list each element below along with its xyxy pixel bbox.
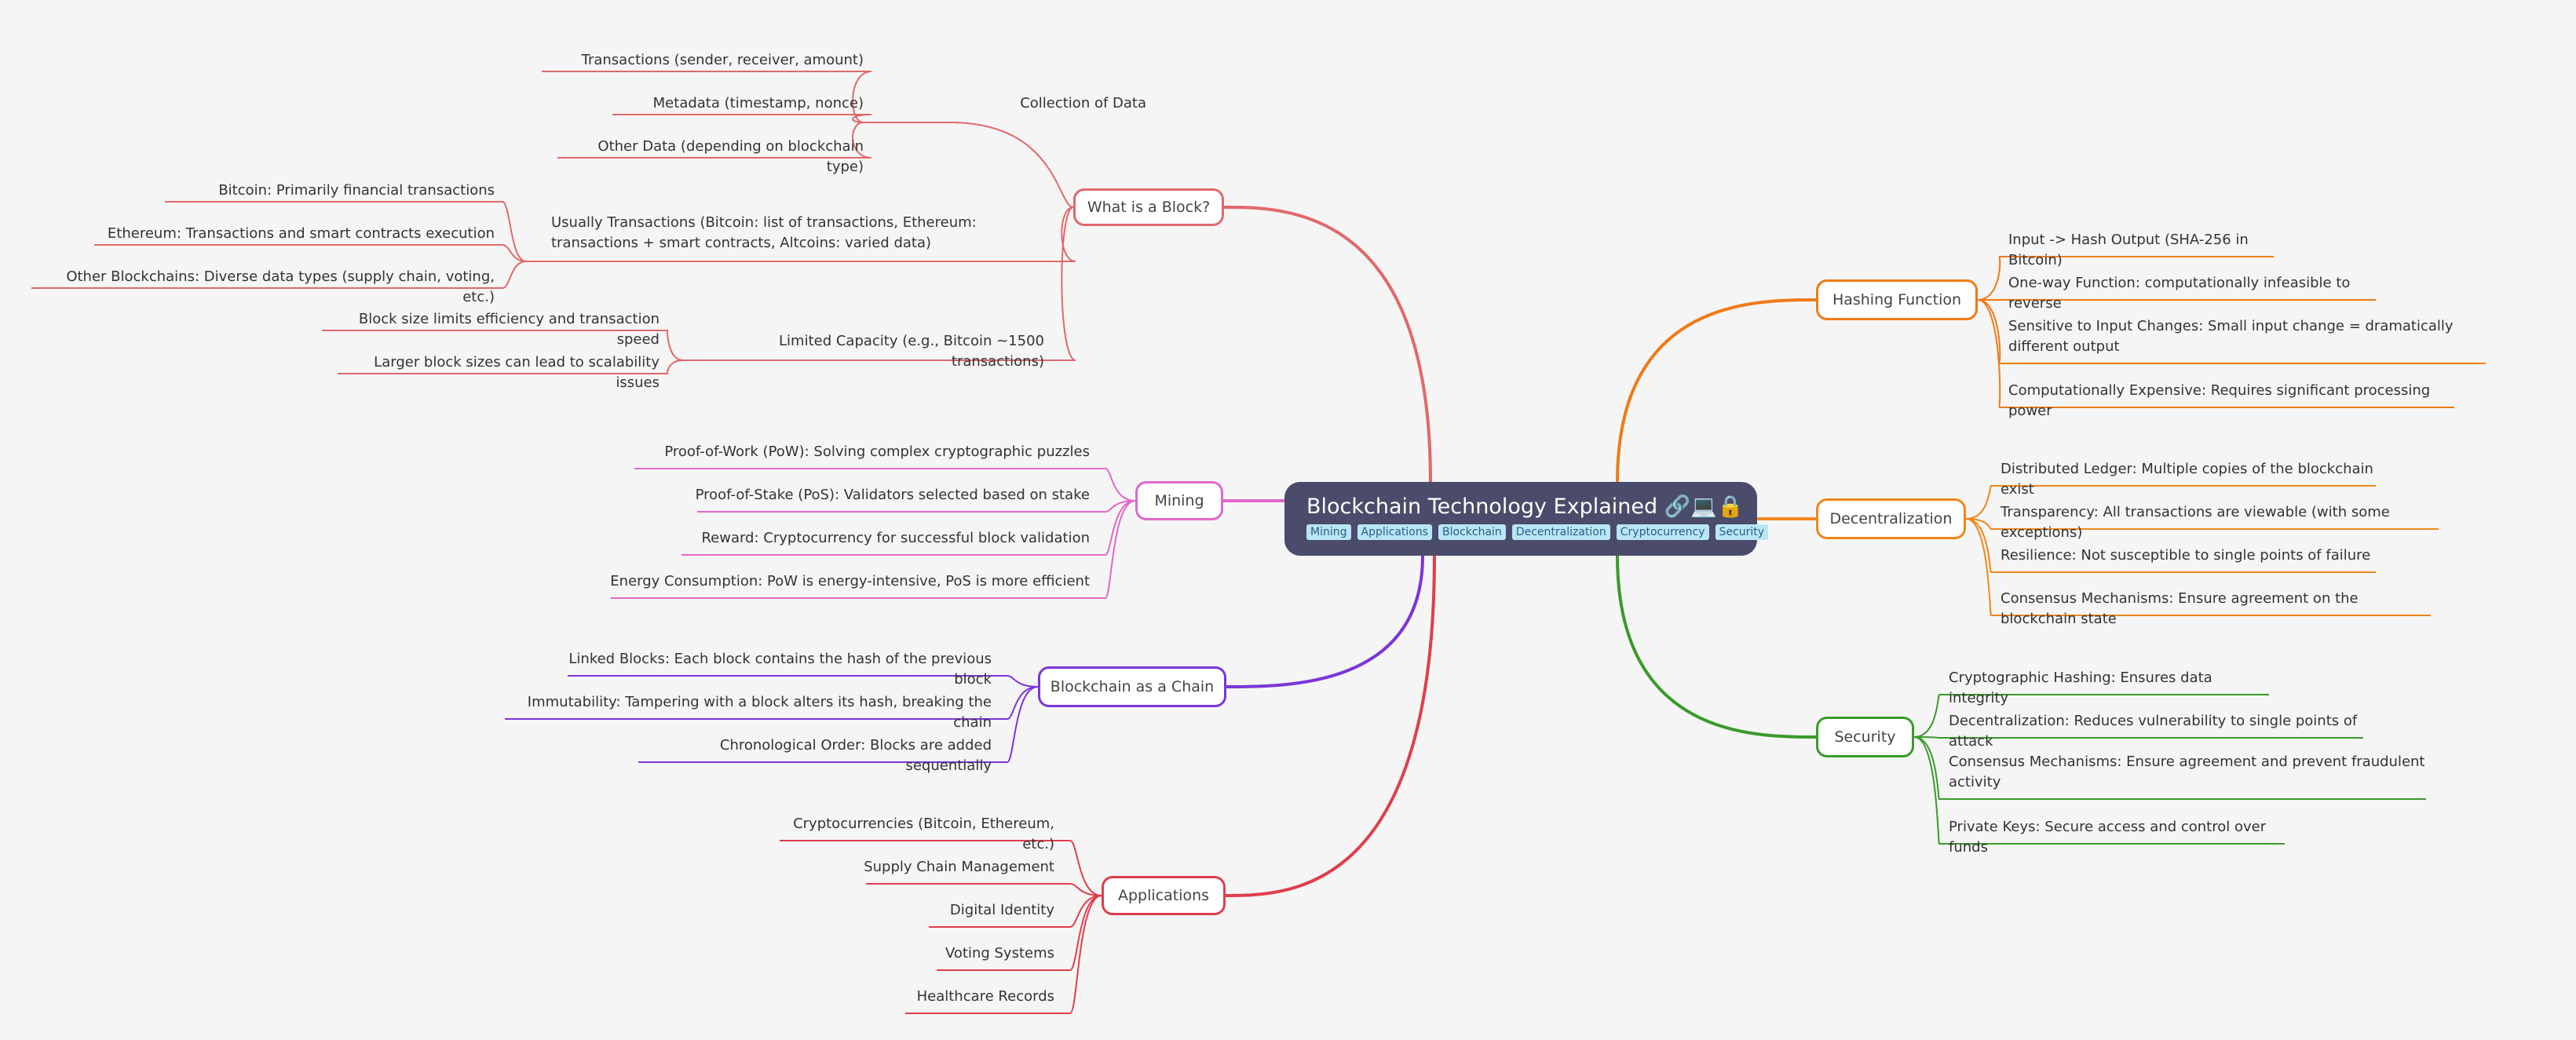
connector-what_is_block-2-1 <box>338 359 684 374</box>
connector-what_is_block-2 <box>1044 206 1076 361</box>
connector-applications-0 <box>780 840 1102 896</box>
security-item-0[interactable]: Cryptographic Hashing: Ensures data inte… <box>1949 670 2212 706</box>
connector-root-what_is_block <box>1223 206 1432 483</box>
connector-security-0 <box>1913 694 2269 738</box>
block-topic-2[interactable]: Limited Capacity (e.g., Bitcoin ~1500 tr… <box>779 333 1044 370</box>
connector-applications-1 <box>866 883 1102 896</box>
security-item-3[interactable]: Private Keys: Secure access and control … <box>1949 819 2267 856</box>
connector-chain-0 <box>568 675 1039 688</box>
mining-item-2[interactable]: Reward: Cryptocurrency for successful bl… <box>701 530 1090 546</box>
branch-chain[interactable]: Blockchain as a Chain <box>1038 666 1226 707</box>
connector-mining-1 <box>697 500 1136 513</box>
applications-item-0[interactable]: Cryptocurrencies (Bitcoin, Ethereum, etc… <box>793 816 1054 852</box>
tag-cryptocurrency[interactable]: Cryptocurrency <box>1616 524 1709 540</box>
connector-mining-0 <box>634 468 1136 502</box>
block-detail-0-2[interactable]: Other Data (depending on blockchain type… <box>597 138 864 175</box>
connector-decentralization-1 <box>1965 518 2439 530</box>
block-detail-1-0[interactable]: Bitcoin: Primarily financial transaction… <box>218 182 495 199</box>
connector-security-2 <box>1913 736 2426 800</box>
decentralization-item-0[interactable]: Distributed Ledger: Multiple copies of t… <box>2001 461 2373 498</box>
connector-what_is_block-2-0 <box>322 330 684 361</box>
security-item-1[interactable]: Decentralization: Reduces vulnerability … <box>1949 713 2358 750</box>
connector-applications-4 <box>905 895 1102 1014</box>
connector-root-hashing <box>1616 298 1817 483</box>
connector-what_is_block-0 <box>919 122 1074 208</box>
block-detail-0-0[interactable]: Transactions (sender, receiver, amount) <box>581 52 864 68</box>
connector-applications-3 <box>937 895 1102 971</box>
connector-decentralization-2 <box>1965 518 2376 573</box>
connector-security-1 <box>1913 736 2363 739</box>
block-detail-0-1[interactable]: Metadata (timestamp, nonce) <box>652 95 864 111</box>
connector-root-chain <box>1226 555 1424 688</box>
branch-mining[interactable]: Mining <box>1135 481 1223 520</box>
mining-item-1[interactable]: Proof-of-Stake (PoS): Validators selecte… <box>695 487 1090 503</box>
security-item-2[interactable]: Consensus Mechanisms: Ensure agreement a… <box>1949 754 2425 790</box>
branch-what-is-block[interactable]: What is a Block? <box>1073 188 1224 226</box>
connector-what_is_block-0-1 <box>612 114 872 123</box>
connector-mining-2 <box>681 500 1136 556</box>
connector-hashing-3 <box>1977 299 2454 408</box>
applications-item-3[interactable]: Voting Systems <box>945 945 1054 962</box>
mining-item-0[interactable]: Proof-of-Work (PoW): Solving complex cry… <box>664 443 1090 460</box>
connector-chain-1 <box>505 686 1039 720</box>
connector-security-3 <box>1913 736 2285 845</box>
connector-root-security <box>1616 555 1817 739</box>
block-topic-0[interactable]: Collection of Data <box>1020 95 1146 111</box>
mining-item-3[interactable]: Energy Consumption: PoW is energy-intens… <box>610 573 1090 589</box>
connector-what_is_block-1-2 <box>31 261 527 289</box>
root-node[interactable]: Blockchain Technology Explained 🔗💻🔒 Mini… <box>1284 482 1769 556</box>
hashing-item-3[interactable]: Computationally Expensive: Requires sign… <box>2008 382 2431 419</box>
block-detail-2-0[interactable]: Block size limits efficiency and transac… <box>358 311 660 348</box>
applications-item-1[interactable]: Supply Chain Management <box>864 859 1054 875</box>
branch-decentralization[interactable]: Decentralization <box>1816 498 1966 539</box>
block-detail-1-2[interactable]: Other Blockchains: Diverse data types (s… <box>66 268 495 305</box>
branch-hashing[interactable]: Hashing Function <box>1816 279 1978 320</box>
connector-decentralization-0 <box>1965 485 2376 520</box>
hashing-item-0[interactable]: Input -> Hash Output (SHA-256 in Bitcoin… <box>2008 232 2249 268</box>
decentralization-item-2[interactable]: Resilience: Not susceptible to single po… <box>2001 547 2371 564</box>
branch-applications[interactable]: Applications <box>1102 876 1226 915</box>
decentralization-item-3[interactable]: Consensus Mechanisms: Ensure agreement o… <box>2001 590 2359 627</box>
applications-item-4[interactable]: Healthcare Records <box>916 988 1054 1005</box>
connector-what_is_block-0-0 <box>542 71 872 123</box>
connector-mining-3 <box>611 500 1136 599</box>
block-topic-1[interactable]: Usually Transactions (Bitcoin: list of t… <box>551 214 977 251</box>
connector-hashing-0 <box>1977 256 2274 301</box>
connector-chain-2 <box>638 686 1039 763</box>
tag-decentralization[interactable]: Decentralization <box>1511 524 1610 540</box>
hashing-item-1[interactable]: One-way Function: computationally infeas… <box>2008 275 2351 312</box>
branch-security[interactable]: Security <box>1816 717 1914 757</box>
tag-blockchain[interactable]: Blockchain <box>1438 524 1506 540</box>
hashing-item-2[interactable]: Sensitive to Input Changes: Small input … <box>2008 318 2454 355</box>
applications-item-2[interactable]: Digital Identity <box>949 902 1054 918</box>
connector-what_is_block-1-1 <box>94 244 527 262</box>
chain-item-0[interactable]: Linked Blocks: Each block contains the h… <box>568 651 992 688</box>
root-title: Blockchain Technology Explained 🔗💻🔒 <box>1306 494 1744 519</box>
tag-applications[interactable]: Applications <box>1357 524 1433 540</box>
connector-applications-2 <box>929 895 1102 928</box>
connector-what_is_block-1-0 <box>165 201 527 262</box>
block-detail-1-1[interactable]: Ethereum: Transactions and smart contrac… <box>107 225 495 242</box>
connector-root-applications <box>1225 555 1436 897</box>
connector-what_is_block-1 <box>1044 206 1076 262</box>
block-detail-2-1[interactable]: Larger block sizes can lead to scalabili… <box>374 354 660 391</box>
root-tags: Mining Applications Blockchain Decentral… <box>1306 524 1769 540</box>
connector-what_is_block-0-2 <box>557 122 872 159</box>
tag-mining[interactable]: Mining <box>1306 524 1351 540</box>
chain-item-2[interactable]: Chronological Order: Blocks are added se… <box>719 737 992 774</box>
decentralization-item-1[interactable]: Transparency: All transactions are viewa… <box>2001 504 2390 541</box>
connector-decentralization-3 <box>1965 518 2431 616</box>
chain-item-1[interactable]: Immutability: Tampering with a block alt… <box>527 694 992 731</box>
tag-security[interactable]: Security <box>1715 524 1769 540</box>
